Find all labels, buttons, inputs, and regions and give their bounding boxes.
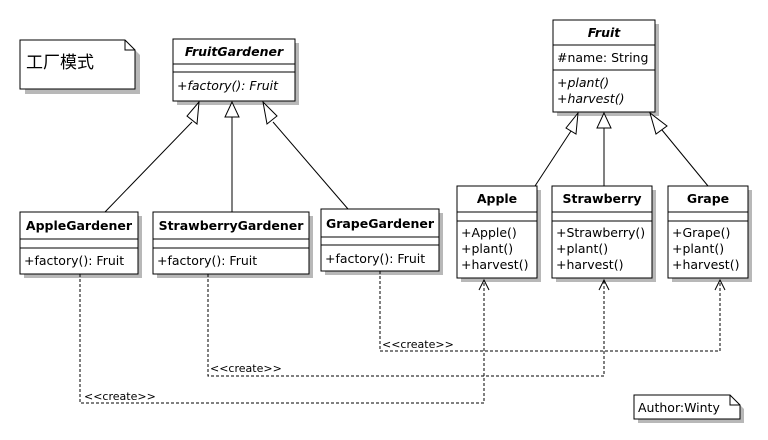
dependency-apple-gardener-to-apple: <<create>>	[79, 274, 490, 404]
dependency-strawberry-gardener-to-strawberry: <<create>>	[207, 274, 610, 377]
class-name: GrapeGardener	[326, 216, 435, 231]
inheritance-arrowhead	[224, 100, 240, 118]
method: +Apple()	[461, 225, 517, 240]
method: +Strawberry()	[556, 225, 645, 240]
method: +plant()	[461, 241, 513, 256]
inheritance-line-grape	[661, 129, 709, 187]
method: +plant()	[556, 241, 608, 256]
class-apple-gardener[interactable]: AppleGardener +factory(): Fruit	[19, 211, 142, 278]
class-fruit-gardener[interactable]: FruitGardener +factory(): Fruit	[172, 38, 299, 105]
method: +factory(): Fruit	[325, 251, 425, 266]
author-label: Author:Winty	[638, 400, 720, 415]
class-strawberry[interactable]: Strawberry +Strawberry() +plant() +harve…	[551, 185, 656, 282]
inheritance-arrowhead	[565, 111, 579, 135]
attribute: #name: String	[557, 50, 648, 65]
note-title: 工厂模式	[26, 53, 94, 73]
title-note: 工厂模式	[19, 39, 140, 94]
generalization-gardeners	[104, 100, 349, 213]
method: +plant()	[672, 241, 724, 256]
create-stereotype-label: <<create>>	[210, 362, 282, 375]
method: +Grape()	[672, 225, 730, 240]
inheritance-line-apple-gardener	[104, 121, 193, 213]
class-name: Apple	[477, 191, 517, 206]
method: +factory(): Fruit	[157, 253, 257, 268]
inheritance-arrowhead	[596, 111, 612, 129]
class-name: AppleGardener	[26, 218, 133, 233]
inheritance-arrowhead	[649, 111, 668, 135]
class-grape[interactable]: Grape +Grape() +plant() +harvest()	[667, 185, 752, 282]
class-strawberry-gardener[interactable]: StrawberryGardener +factory(): Fruit	[152, 211, 313, 278]
inheritance-line-grape-gardener	[272, 121, 349, 210]
generalization-fruits	[534, 111, 709, 187]
class-fruit[interactable]: Fruit #name: String +plant() +harvest()	[552, 19, 659, 116]
inheritance-arrowhead	[186, 100, 200, 125]
create-stereotype-label: <<create>>	[84, 390, 156, 403]
method: +factory(): Fruit	[24, 253, 124, 268]
inheritance-line-apple	[534, 130, 572, 187]
class-name: StrawberryGardener	[159, 218, 305, 233]
class-name: Grape	[687, 191, 729, 206]
class-name: FruitGardener	[185, 44, 284, 59]
create-stereotype-label: <<create>>	[382, 338, 454, 351]
method: +harvest()	[672, 257, 739, 272]
method: +harvest()	[461, 257, 528, 272]
class-name: Fruit	[588, 25, 622, 40]
class-apple[interactable]: Apple +Apple() +plant() +harvest()	[456, 185, 541, 282]
method: +plant()	[557, 75, 609, 90]
inheritance-arrowhead	[262, 100, 278, 125]
dependency-grape-gardener-to-grape: <<create>>	[379, 271, 726, 352]
class-grape-gardener[interactable]: GrapeGardener +factory(): Fruit	[320, 208, 443, 275]
method: +harvest()	[557, 91, 624, 106]
author-note: Author:Winty	[633, 394, 744, 423]
method: +harvest()	[556, 257, 623, 272]
class-name: Strawberry	[562, 191, 641, 206]
method: +factory(): Fruit	[177, 78, 279, 93]
